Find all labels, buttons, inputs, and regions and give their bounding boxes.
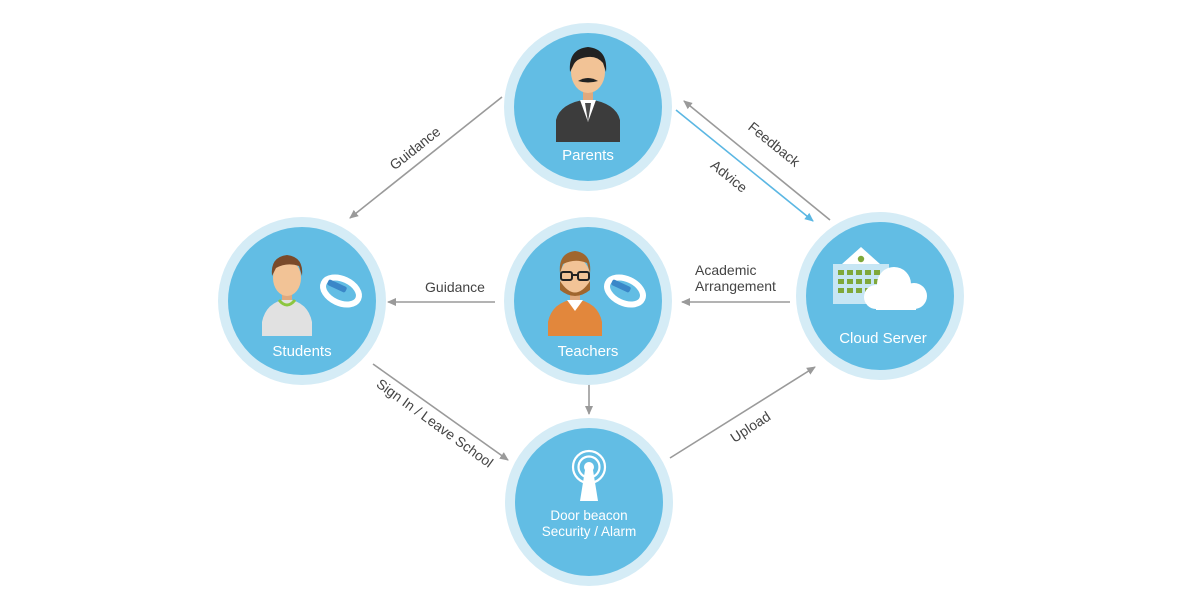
node-teachers: Teachers (504, 217, 672, 385)
node-label-door-line1: Door beacon (550, 508, 627, 523)
edge-label-cloud-teachers-line1: Academic (695, 262, 756, 278)
cloud-server-icon (833, 247, 927, 310)
edge-door-to-cloud (669, 366, 816, 459)
node-label-door-line2: Security / Alarm (542, 524, 637, 539)
student-avatar-icon (262, 255, 312, 336)
node-cloud-server: Cloud Server (796, 212, 964, 380)
edge-label-parents-cloud: Advice (708, 157, 751, 196)
edge-label-cloud-teachers-line2: Arrangement (695, 278, 776, 294)
node-label-parents: Parents (562, 147, 614, 164)
edge-label-door-cloud: Upload (727, 408, 773, 446)
edge-parents-to-students (349, 96, 503, 219)
edge-students-to-door (372, 363, 509, 461)
teacher-avatar-icon (548, 251, 602, 336)
node-door-beacon: Door beacon Security / Alarm (505, 418, 673, 586)
node-label-cloud-server: Cloud Server (839, 330, 927, 347)
beacon-antenna-icon (571, 449, 607, 501)
node-parents: Parents (504, 23, 672, 191)
parent-avatar-icon (556, 47, 620, 142)
edge-label-teachers-students: Guidance (425, 279, 485, 295)
wristband-icon (604, 274, 646, 308)
edge-parents-to-cloud (675, 109, 814, 222)
node-label-students: Students (272, 343, 331, 360)
node-students: Students (218, 217, 386, 385)
node-label-teachers: Teachers (558, 343, 619, 360)
edge-label-cloud-parents: Feedback (745, 119, 804, 171)
edge-label-students-door: Sign In / Leave School (374, 375, 497, 470)
edge-cloud-to-parents (683, 100, 831, 221)
wristband-icon (320, 274, 362, 308)
